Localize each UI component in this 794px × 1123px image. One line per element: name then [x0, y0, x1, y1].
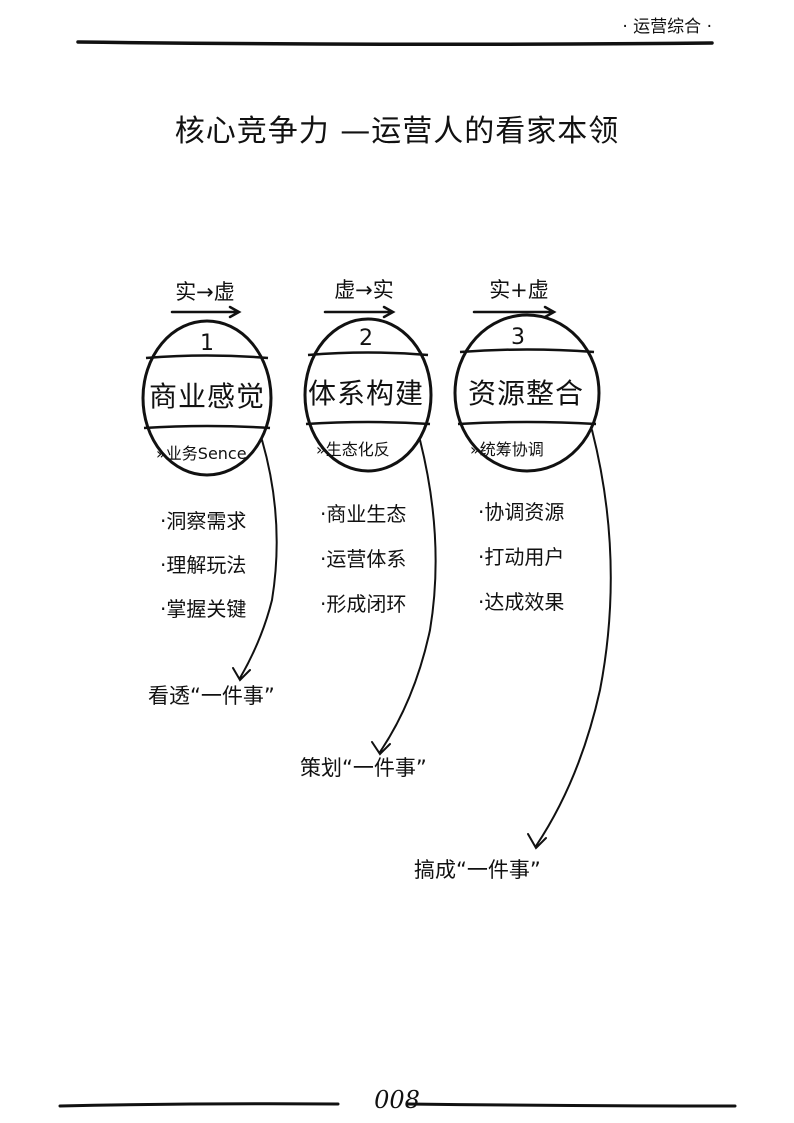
core-skill-2: 体系构建: [307, 377, 424, 410]
connector-arrow-1: [232, 439, 278, 682]
bullet-2-3: ·形成闭环: [320, 592, 407, 616]
bullet-1-2: ·理解玩法: [160, 553, 247, 577]
bullet-3-1: ·协调资源: [478, 500, 565, 524]
column-1-drawing: [141, 305, 278, 682]
outcome-2: 策划“一件事”: [300, 756, 427, 780]
bullet-2-1: ·商业生态: [320, 502, 407, 526]
sub-label-1: »业务Sence: [156, 444, 247, 463]
header-label: · 运营综合 ·: [622, 17, 712, 37]
bullet-2-2: ·运营体系: [320, 547, 407, 571]
bullet-1-1: ·洞察需求: [160, 509, 247, 533]
outcome-3: 搞成“一件事”: [414, 858, 541, 882]
core-skill-1: 商业感觉: [148, 380, 265, 413]
circle-number-2: 2: [359, 326, 373, 351]
circle-number-1: 1: [200, 331, 214, 356]
footer-rule-right: [406, 1102, 737, 1108]
column-2-drawing: [303, 305, 437, 756]
circle-number-3: 3: [511, 325, 525, 350]
direction-arrow-1: [170, 305, 242, 319]
circle-2-divider-bottom: [305, 420, 431, 426]
footer-rule-left: [58, 1102, 340, 1108]
page-number: 008: [374, 1086, 420, 1114]
column-3-drawing: [453, 305, 612, 850]
direction-arrow-2: [323, 305, 396, 319]
direction-label-1: 实→虚: [175, 280, 235, 304]
direction-label-3: 实+虚: [489, 278, 549, 302]
circle-3: [453, 313, 601, 473]
connector-arrow-2: [371, 439, 437, 756]
page-title: 核心竞争力 —运营人的看家本领: [174, 114, 620, 149]
bullet-3-3: ·达成效果: [478, 590, 565, 614]
circle-1-divider-top: [145, 354, 269, 360]
bullet-1-3: ·掌握关键: [160, 597, 247, 621]
connector-arrow-3: [527, 429, 612, 850]
direction-arrow-3: [472, 305, 557, 319]
sub-label-3: »统筹协调: [470, 440, 544, 459]
direction-label-2: 虚→实: [334, 278, 394, 302]
circle-2: [303, 317, 433, 473]
circle-1-divider-bottom: [143, 424, 271, 430]
core-skill-3: 资源整合: [467, 377, 584, 410]
header-rule: [76, 40, 714, 47]
circle-3-divider-bottom: [457, 420, 597, 426]
sub-label-2: »生态化反: [316, 440, 390, 459]
circle-2-divider-top: [307, 351, 429, 357]
circle-3-divider-top: [459, 348, 595, 354]
circle-1: [141, 319, 273, 477]
outcome-1: 看透“一件事”: [148, 684, 275, 708]
bullet-3-2: ·打动用户: [478, 545, 565, 569]
